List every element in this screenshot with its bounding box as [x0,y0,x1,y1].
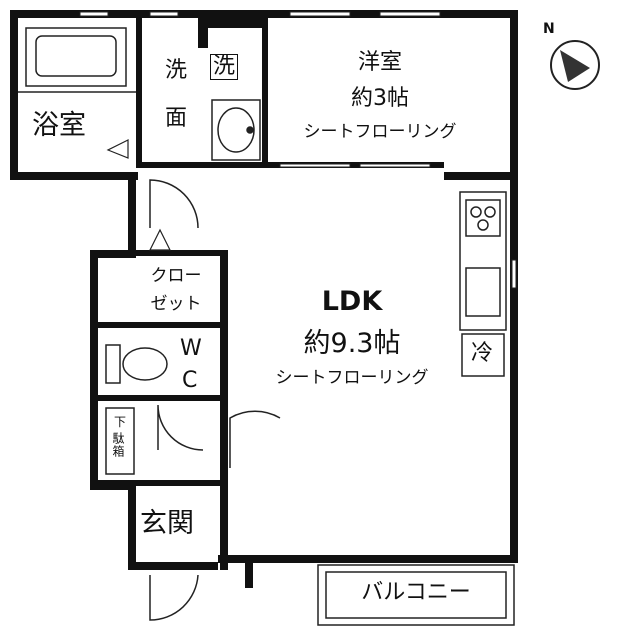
closet-label-line1: クロー [150,266,202,286]
compass-north-label: N [543,21,555,37]
ldk-size: 約9.3帖 [303,328,401,359]
fridge-box [461,333,505,377]
interior-walls [98,18,514,588]
shoe-box [105,407,135,475]
washer-mark: 洗 [210,54,239,80]
ldk-floor: シートフローリング [275,368,429,388]
western-room-name: 洋室 [357,50,403,75]
western-room-size: 約3帖 [351,86,409,111]
shoe-box-label-line1: 下 [114,415,127,429]
windows [79,11,517,289]
wc-label-line2: C [182,368,198,393]
western-room-floor: シートフローリング [303,122,457,142]
bath-name: 浴室 [32,110,86,141]
ldk-name: LDK [321,286,383,317]
bathtub [18,27,136,93]
entrance-name: 玄関 [140,508,194,539]
balcony-name: バルコニー [361,580,471,605]
fridge-mark: 冷 [471,341,494,366]
door-swings [149,179,281,621]
shoe-box-label-line2: 駄箱 [111,432,125,458]
washbasin [211,99,261,161]
closet-door-mark [149,228,171,251]
balcony [317,564,515,626]
bath-door-mark [106,139,129,159]
wc-label-line1: W [180,336,202,361]
washroom-name-line1: 洗 [165,58,188,83]
toilet [105,344,168,384]
compass [550,40,600,90]
kitchen-counter [459,191,507,331]
closet-label-line2: ゼット [150,294,202,314]
washroom-name-line2: 面 [165,106,188,131]
